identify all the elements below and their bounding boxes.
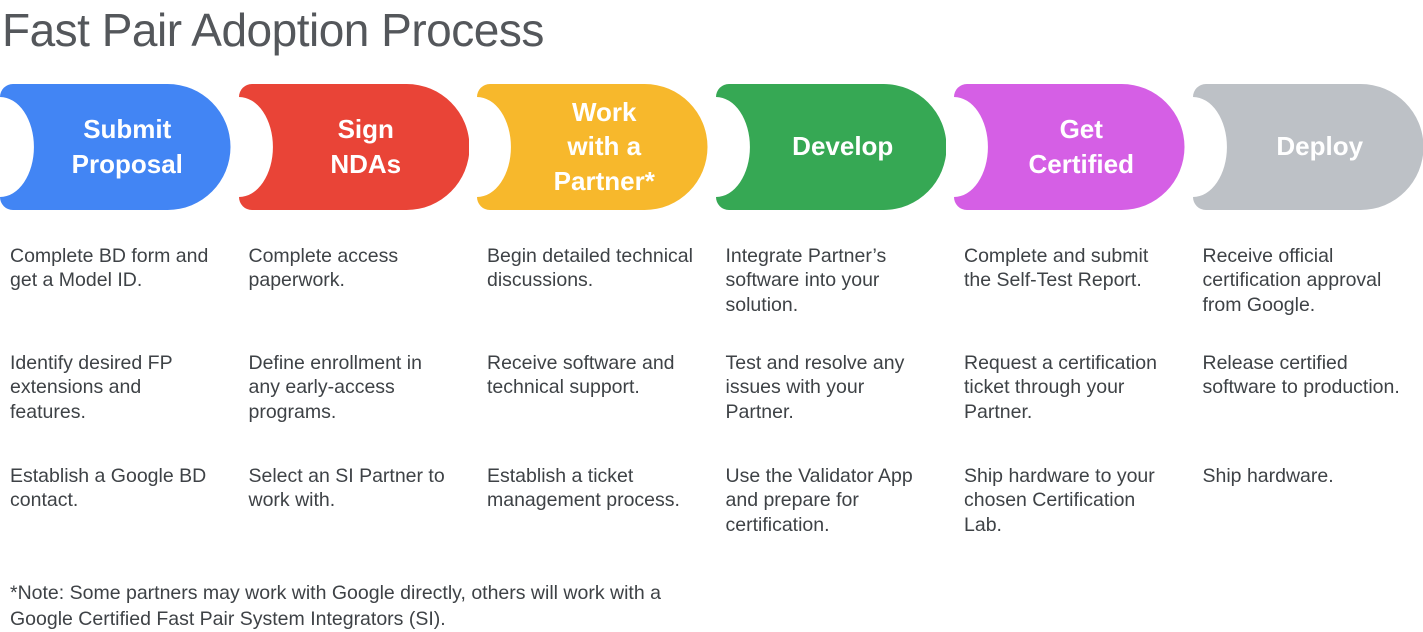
step-text: Define enrollment in any early-access pr… <box>248 351 422 423</box>
step-text: Begin detailed technical discussions. <box>487 244 693 292</box>
step-column-sign-ndas: Complete access paperwork. Define enroll… <box>239 244 470 538</box>
chevron-shape <box>715 83 946 210</box>
stage-label: Develop <box>792 131 894 162</box>
step-text: Establish a ticket management process. <box>487 464 680 512</box>
stage-label: Sign NDAs <box>330 114 402 179</box>
stage-get-certified: Get Certified <box>954 83 1185 210</box>
step-text: Integrate Partner’s software into your s… <box>725 244 887 316</box>
stage-develop: Develop <box>715 83 946 210</box>
page-title: Fast Pair Adoption Process <box>2 4 544 56</box>
step-text: Request a certification ticket through y… <box>964 351 1157 423</box>
stage-label: Get Certified <box>1028 114 1134 179</box>
steps-grid: Complete BD form and get a Model ID. Ide… <box>0 244 1423 538</box>
chevron-shape <box>238 83 469 210</box>
step-text: Complete and submit the Self-Test Report… <box>964 244 1149 292</box>
step-text: Release certified software to production… <box>1202 351 1400 399</box>
footnote: *Note: Some partners may work with Googl… <box>10 582 661 630</box>
stage-label: Deploy <box>1276 131 1364 162</box>
step-text: Receive official certification approval … <box>1202 244 1382 316</box>
step-text: Complete BD form and get a Model ID. <box>10 244 209 292</box>
step-column-develop: Integrate Partner’s software into your s… <box>716 244 947 538</box>
process-flow: Submit Proposal Sign NDAs Work with a Pa… <box>0 83 1423 210</box>
chevron-shape <box>954 83 1185 210</box>
stage-submit-proposal: Submit Proposal <box>0 83 231 210</box>
step-column-submit-proposal: Complete BD form and get a Model ID. Ide… <box>0 244 231 538</box>
step-text: Identify desired FP extensions and featu… <box>10 351 173 423</box>
step-text: Establish a Google BD contact. <box>10 464 207 512</box>
step-text: Ship hardware to your chosen Certificati… <box>964 464 1155 536</box>
step-column-work-with-partner: Begin detailed technical discussions. Re… <box>477 244 708 538</box>
stage-label: Work with a Partner* <box>553 97 655 196</box>
step-text: Receive software and technical support. <box>487 351 675 399</box>
chevron-shape <box>477 83 708 210</box>
chevron-shape <box>1192 83 1423 210</box>
step-text: Use the Validator App and prepare for ce… <box>725 464 913 536</box>
step-text: Test and resolve any issues with your Pa… <box>725 351 905 423</box>
chevron-shape <box>0 83 231 210</box>
step-text: Complete access paperwork. <box>248 244 399 292</box>
step-column-get-certified: Complete and submit the Self-Test Report… <box>954 244 1185 538</box>
stage-label: Submit Proposal <box>71 114 183 179</box>
step-column-deploy: Receive official certification approval … <box>1193 244 1423 538</box>
step-text: Ship hardware. <box>1202 464 1334 487</box>
stage-work-with-partner: Work with a Partner* <box>477 83 708 210</box>
step-text: Select an SI Partner to work with. <box>248 464 445 512</box>
stage-deploy: Deploy <box>1192 83 1423 210</box>
stage-sign-ndas: Sign NDAs <box>238 83 469 210</box>
